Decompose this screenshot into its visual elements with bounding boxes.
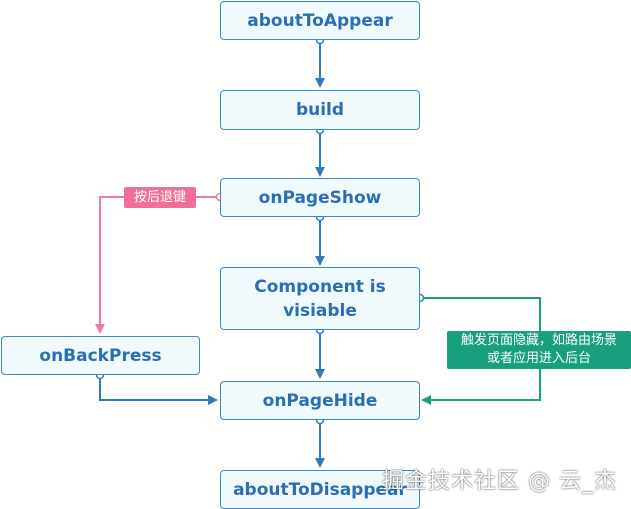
- node-on-page-hide-label: onPageHide: [262, 390, 378, 411]
- node-build-label: build: [295, 100, 345, 120]
- hide-trigger-label: 触发页面隐藏，如路由场景 或者应用进入后台: [447, 331, 631, 369]
- edge-build-to-pageshow: [315, 125, 325, 177]
- hide-trigger-line2: 或者应用进入后台: [486, 351, 591, 366]
- node-about-to-disappear-label: aboutToDisappear: [233, 479, 407, 500]
- node-on-page-show-label: onPageShow: [258, 187, 382, 208]
- edge-pageshow-to-backpress: [95, 192, 225, 334]
- node-about-to-appear-label: aboutToAppear: [247, 10, 393, 31]
- back-key-label: 按后退键: [124, 187, 196, 208]
- back-key-label-text: 按后退键: [133, 189, 186, 205]
- edge-component-to-pagehide: [315, 325, 325, 379]
- node-about-to-appear: aboutToAppear: [220, 1, 420, 40]
- hide-trigger-line1: 触发页面隐藏，如路由场景: [460, 333, 617, 348]
- node-build: build: [220, 90, 420, 130]
- node-on-page-show: onPageShow: [220, 178, 420, 217]
- watermark: 掘金技术社区 @ 云_杰: [382, 469, 617, 494]
- node-component-visible-line1: Component is: [254, 276, 386, 297]
- edge-pageshow-to-component: [315, 212, 325, 266]
- node-component-visible-line2: visiable: [283, 300, 357, 321]
- node-about-to-disappear: aboutToDisappear: [220, 470, 420, 509]
- node-on-back-press: onBackPress: [1, 336, 200, 375]
- node-on-back-press-label: onBackPress: [39, 345, 162, 366]
- edge-backpress-to-pagehide: [95, 370, 218, 405]
- node-on-page-hide: onPageHide: [220, 381, 420, 420]
- edge-pagehide-to-disappear: [315, 415, 325, 468]
- edge-appear-to-build: [315, 35, 325, 88]
- node-component-visible: Component is visiable: [220, 267, 420, 330]
